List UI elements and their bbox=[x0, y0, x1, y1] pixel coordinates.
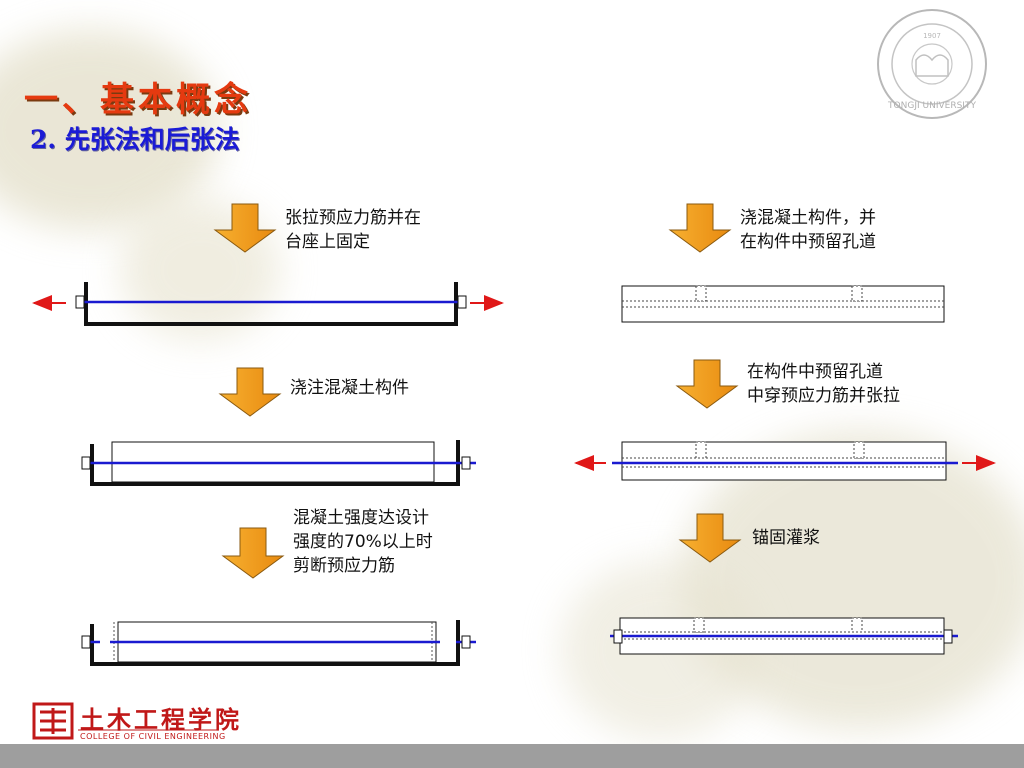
step-arrow-down-icon bbox=[680, 514, 740, 562]
step-arrow-down-icon bbox=[220, 368, 280, 416]
pretension-bed-3 bbox=[82, 620, 476, 664]
step-arrow-down-icon bbox=[215, 204, 275, 252]
step-arrow-down-icon bbox=[670, 204, 730, 252]
posttension-member-2 bbox=[576, 442, 994, 480]
pretension-bed-2 bbox=[82, 440, 476, 484]
pretension-bed-1 bbox=[34, 282, 502, 324]
step-arrow-down-icon bbox=[677, 360, 737, 408]
posttension-member-1 bbox=[622, 286, 944, 322]
posttension-member-3 bbox=[610, 618, 958, 654]
college-name-cn: 土木工程学院 bbox=[80, 700, 242, 735]
footer-bar bbox=[0, 744, 1024, 768]
college-name-en: COLLEGE OF CIVIL ENGINEERING bbox=[80, 732, 226, 741]
college-logo-icon bbox=[34, 704, 72, 738]
step-arrow-down-icon bbox=[223, 528, 283, 578]
